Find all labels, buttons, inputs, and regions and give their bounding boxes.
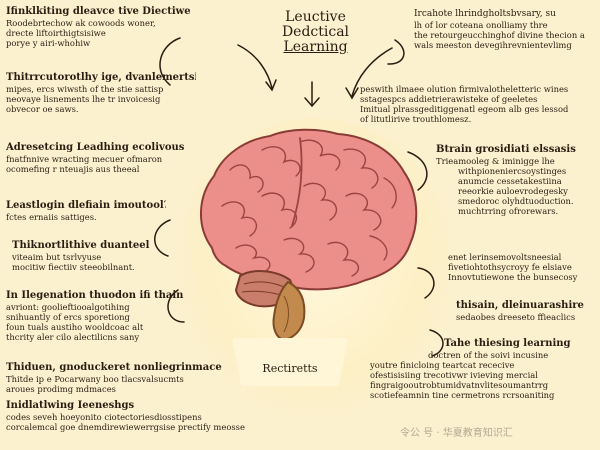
panel-heading: Btrain grosidiati elssasis — [436, 144, 576, 155]
panel-line: mocitiw fiectiiv steeobilnant. — [12, 262, 135, 272]
panel-line: lh of lor coteana onolliamy thre — [414, 20, 548, 30]
panel-line: viteaim but tsrlvyuse — [12, 252, 102, 262]
panel-line: obvecor oe saws. — [6, 104, 79, 114]
panel-line: Imitual plrassgeditiggenatl egeom alb ge… — [360, 104, 569, 114]
panel-line: aroues prodimg mdmaces — [6, 384, 116, 394]
panel-line: thcrity aler cilo alectilicns sany — [6, 332, 140, 342]
title-line-3: Learning — [283, 39, 348, 55]
panel-line: codes seveh hoeyonito ciotectoriesdiosst… — [6, 412, 202, 422]
arrow-curve-left — [237, 44, 273, 89]
panel-line: Trieamooleg & iminigge lhe — [436, 156, 555, 166]
swirl-right-c — [429, 329, 444, 357]
panel-heading: Leastlogin dlefiain imoutool? — [6, 200, 166, 211]
panel-line: corcalemcal goe dnemdirewiewerrgsise pre… — [6, 422, 245, 432]
panel-heading: Adresetcing Leadhing ecolivous — [6, 142, 185, 153]
panel-line: neovaye lisnements lhe tr invoicesig — [6, 94, 161, 104]
panel-line: sedaobes dreeseto ffieaclics — [456, 312, 576, 322]
panel-right-c: thisain, dleinuarashire sedaobes dreeset… — [456, 300, 594, 322]
panel-line: withpioneniercsoystinges — [458, 166, 567, 176]
panel-line: of litutlirive trouthlomesz. — [360, 114, 472, 124]
panel-heading: Thiknortlithive duanteel — [12, 240, 150, 251]
arrow-head-left — [265, 79, 277, 92]
panel-left-c: Thiknortlithive duanteel viteaim but tsr… — [12, 240, 162, 272]
panel-line: fingraigooutrobtumidvatnvlitesoumantrrg — [370, 380, 549, 390]
panel-right-d: Tahe thiesing learning doctren of the so… — [370, 338, 596, 400]
panel-mid-left: Thitrrcutorotlhy ige, dvanlemertsise mip… — [6, 72, 196, 114]
watermark: 令公 号 · 华夏教育知识汇 — [400, 428, 513, 439]
panel-line: smedoroc olyhdtuoduction. — [458, 196, 574, 206]
panel-line: ofestisisiing trecotivwr ivieving mercia… — [370, 370, 538, 380]
brain-cerebrum — [200, 128, 418, 291]
panel-line: youtre finicloing teartcat rececive — [370, 360, 515, 370]
panel-heading: Thiduen, gnoduckeret nonliegrinmace — [6, 362, 222, 373]
panel-line: ocomefing r nteuajis aus theeal — [6, 164, 140, 174]
panel-line: foun tuals austiho wooldcoac alt — [6, 322, 144, 332]
central-title: Leuctive Dedctical Learning — [258, 10, 373, 55]
panel-top-left: Ifinklkiting dleavce tive Diectiwe Roode… — [6, 6, 198, 48]
pedestal-label: Rectiretts — [262, 362, 318, 375]
panel-line: muchtrring ofrorewars. — [458, 206, 559, 216]
panel-right-a: Btrain grosidiati elssasis Trieamooleg &… — [436, 144, 592, 216]
panel-heading: Thitrrcutorotlhy ige, dvanlemertsise — [6, 72, 196, 83]
swirl-top-right — [387, 39, 405, 65]
arrow-head-right — [345, 87, 359, 100]
panel-right-b: enet lerinsemovoltsneesial fivetiohtoths… — [448, 252, 594, 282]
swirl-left-b — [167, 289, 185, 323]
panel-line: the retourgeucchinghof divine thecion a — [414, 30, 585, 40]
title-line-1: Leuctive — [285, 9, 346, 25]
panel-left-a: Adresetcing Leadhing ecolivous fnatfnniv… — [6, 142, 186, 174]
panel-line: reeorkie auloevrodegesky — [458, 186, 568, 196]
panel-line: fnatfnnive wracting mecuer ofmaron — [6, 154, 163, 164]
panel-heading: Ifinklkiting dleavce tive Diectiwe — [6, 6, 191, 17]
panel-line: sstagespcs addietrierawisteke of geelete… — [360, 94, 538, 104]
panel-heading: In Ilegenation thuodon ifi thain — [6, 290, 184, 301]
panel-heading: Tahe thiesing learning — [444, 338, 571, 349]
panel-line: wals meeston devegihrevnientevlimg — [414, 40, 572, 50]
panel-line: avriont: goolieftiooalgotihing — [6, 302, 130, 312]
panel-top-right: Ircahote lhrindgholtsbvsary, su lh of lo… — [414, 8, 594, 50]
panel-line: doctren of the soivi incusine — [428, 350, 549, 360]
panel-line: snihuantly of ercs sporetiong — [6, 312, 130, 322]
panel-heading: thisain, dleinuarashire — [456, 300, 584, 311]
swirl-left-a — [154, 219, 171, 257]
panel-line: enet lerinsemovoltsneesial — [448, 252, 562, 262]
swirl-top-left — [159, 37, 181, 86]
panel-line: Innovtutiewone the bunsecosy — [448, 272, 578, 282]
pedestal — [232, 338, 348, 386]
panel-line: drecte liftoirthigtsisiwe — [6, 28, 106, 38]
panel-left-d: In Ilegenation thuodon ifi thain avriont… — [6, 290, 186, 342]
panel-left-b: Leastlogin dlefiain imoutool? fctes erna… — [6, 200, 166, 222]
panel-heading: Inidlatlwing Ieeneshgs — [6, 400, 135, 411]
panel-line: mipes, ercs wiwsth of the stie sattisp — [6, 84, 164, 94]
panel-line: Roodebrtechow ak cowoods woner, — [6, 18, 156, 28]
panel-bottom-left-2: Inidlatlwing Ieeneshgs codes seveh hoeyo… — [6, 400, 306, 432]
panel-line: fctes ernaiis sattiges. — [6, 212, 97, 222]
panel-line: fivetiohtothsycroyy fe elsiave — [448, 262, 572, 272]
panel-mid-right: peswith ilmaee olution firmivalothelette… — [360, 84, 592, 124]
panel-line: porye y airi-whohiw — [6, 38, 91, 48]
arrow-curve-right — [351, 47, 393, 97]
title-line-2: Dedctical — [281, 24, 350, 40]
panel-heading: Ircahote lhrindgholtsbvsary, su — [414, 9, 556, 19]
arrow-head-down — [304, 97, 320, 108]
swirl-right-a — [407, 151, 428, 191]
swirl-right-b — [417, 267, 435, 299]
panel-line: anumcie cessetakestiina — [458, 176, 562, 186]
panel-line: Thitde ip e Pocarwany boo tlacsvalsucmts — [6, 374, 184, 384]
panel-line: peswith ilmaee olution firmivalothelette… — [360, 84, 569, 94]
panel-line: scotiefeamnin tine cermetrons rcrsoaniti… — [370, 390, 555, 400]
panel-bottom-left: Thiduen, gnoduckeret nonliegrinmace Thit… — [6, 362, 236, 394]
